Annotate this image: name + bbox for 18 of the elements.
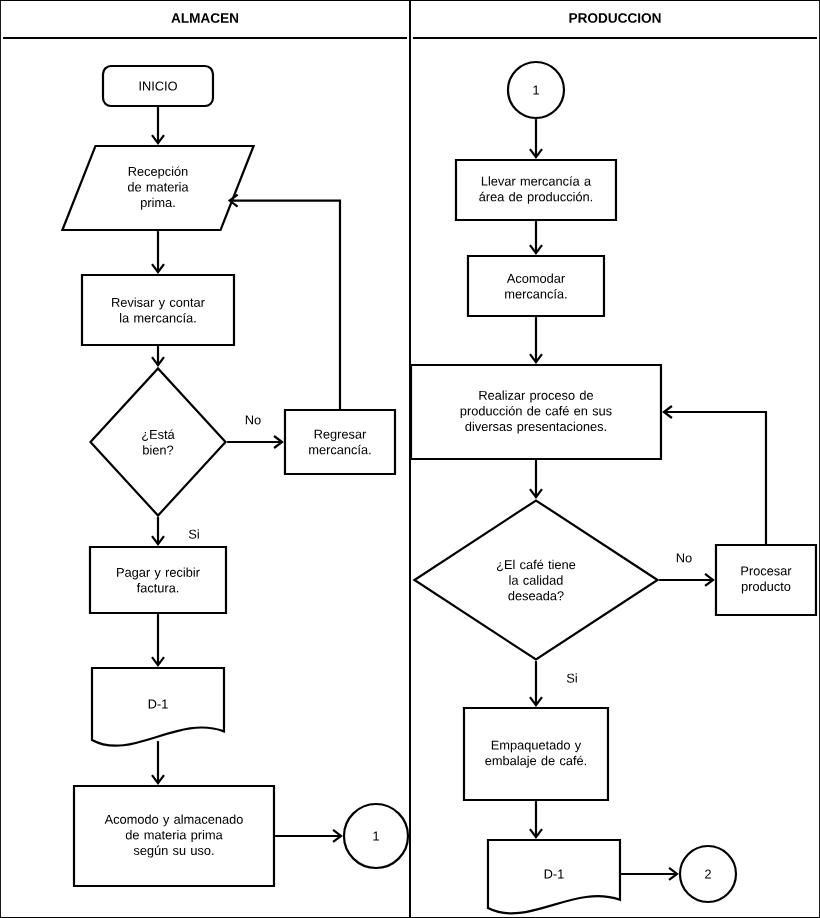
arrow — [227, 193, 342, 409]
arrow — [529, 801, 543, 839]
arrow — [529, 317, 543, 364]
arrow — [529, 221, 543, 255]
arrow — [151, 107, 165, 145]
arrow — [662, 405, 768, 544]
arrow — [151, 614, 165, 667]
arrow — [529, 661, 543, 707]
arrow — [151, 741, 165, 785]
arrow — [659, 573, 715, 587]
arrow — [529, 460, 543, 499]
arrow — [621, 867, 679, 881]
arrow — [151, 517, 165, 546]
arrow — [275, 829, 343, 843]
arrow — [227, 435, 284, 449]
arrow — [151, 346, 165, 367]
arrow — [529, 119, 543, 159]
arrow — [151, 231, 165, 274]
